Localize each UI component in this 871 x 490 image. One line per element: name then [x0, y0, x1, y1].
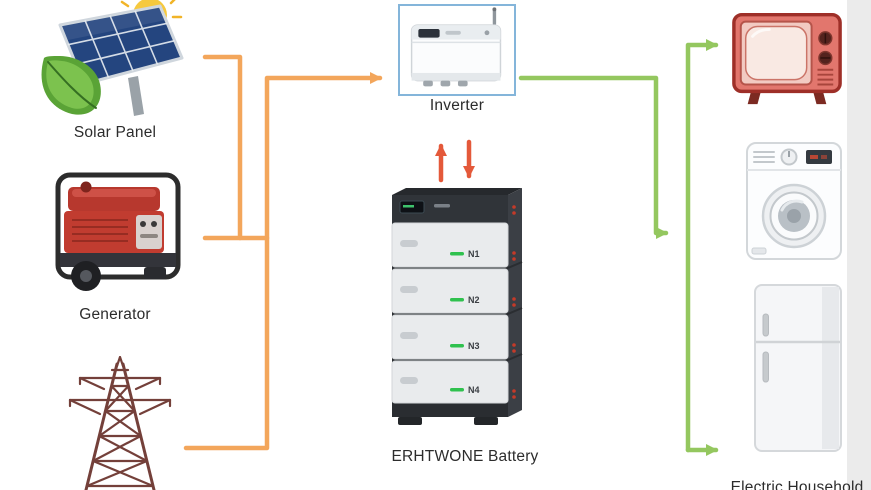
source-wires — [183, 54, 383, 451]
module-led — [450, 344, 464, 348]
solar-panel-node — [38, 0, 188, 122]
body-vents — [72, 219, 128, 242]
refrigerator-icon — [754, 284, 842, 452]
load-wires — [518, 39, 719, 456]
fuel-cap — [80, 181, 92, 193]
grid-to-inverter-wire — [183, 72, 383, 451]
module-label: N1 — [468, 249, 480, 259]
inverter-logo — [445, 30, 461, 35]
solar-to-junction-wire — [202, 54, 243, 241]
connector-port — [457, 80, 468, 87]
panel-pole — [128, 76, 144, 116]
inverter-label: Inverter — [429, 97, 485, 114]
outlet-panel — [136, 215, 162, 249]
wheel-hub — [80, 270, 92, 282]
generator-node — [48, 165, 188, 303]
fridge-handle — [762, 351, 769, 383]
battery-tower-icon: N1 N2 N3 N4 — [391, 188, 523, 425]
battery-wires — [435, 139, 475, 183]
side-seams — [507, 261, 523, 361]
controller-display-text — [403, 205, 414, 208]
connector-port — [423, 80, 433, 87]
display-digits — [810, 155, 818, 159]
glass-highlight — [780, 199, 804, 212]
antenna-icon — [492, 8, 497, 26]
module-label: N3 — [468, 341, 480, 351]
tower-lattice — [68, 356, 172, 490]
battery-module-3: N3 — [391, 314, 509, 360]
solar-panel-icon — [41, 0, 184, 116]
generator-label: Generator — [79, 306, 151, 323]
outlet-socket — [140, 221, 146, 227]
module-label: N4 — [468, 385, 480, 395]
battery-module-2: N2 — [391, 268, 509, 314]
display-digits — [821, 155, 827, 159]
freezer-handle — [762, 313, 769, 337]
washing-machine-node — [744, 140, 844, 262]
fridge-side-shade — [822, 287, 839, 449]
generator-foot — [144, 267, 166, 279]
inverter-highlight-box — [398, 4, 516, 96]
status-led — [484, 30, 490, 36]
battery-top-face — [392, 188, 522, 195]
module-led — [450, 298, 464, 302]
side-indicator-dots — [512, 205, 516, 399]
fridge-body — [754, 284, 842, 452]
battery-foot — [398, 417, 422, 425]
loads-partial-label: Electric Household — [730, 479, 864, 490]
controller-logo — [434, 204, 450, 208]
background-edge-strip — [847, 0, 871, 490]
inverter-icon — [410, 7, 502, 87]
battery-label: ERHTWONE Battery — [391, 448, 539, 465]
screen-shine — [751, 27, 771, 38]
trunk-to-tv-wire — [685, 39, 719, 453]
antenna-tip — [492, 7, 497, 12]
solar-panel-label: Solar Panel — [73, 124, 157, 141]
outlet-socket — [151, 221, 157, 227]
detergent-drawer — [753, 151, 775, 163]
battery-base — [392, 405, 508, 417]
battery-module-1: N1 — [391, 222, 509, 268]
refrigerator-node — [752, 282, 844, 454]
module-label: N2 — [468, 295, 480, 305]
glass-center — [787, 209, 801, 223]
connector-port — [440, 80, 451, 87]
generator-icon — [55, 172, 181, 291]
panel-surface — [58, 4, 184, 86]
generator-frame — [55, 172, 181, 280]
tv-node — [728, 6, 846, 106]
filter-door — [751, 247, 767, 255]
battery-module-4: N4 — [391, 360, 509, 404]
washer-display — [806, 150, 832, 164]
outlet-switch — [140, 234, 158, 238]
battery-foot — [474, 417, 498, 425]
battery-node: N1 N2 N3 N4 — [388, 183, 534, 435]
speaker-grill — [817, 68, 834, 86]
inverter-bottom-strip — [411, 72, 501, 81]
battery-side-face — [508, 188, 522, 417]
inverter-to-washer-wire — [518, 75, 669, 239]
washing-machine-icon — [746, 142, 842, 260]
tv-screen — [744, 25, 808, 81]
power-grid-node — [60, 356, 180, 490]
transmission-tower-icon — [68, 356, 172, 490]
module-led — [450, 388, 464, 392]
television-icon — [732, 12, 842, 105]
fuel-tank-highlight — [72, 189, 156, 197]
leaf-icon — [41, 56, 101, 115]
module-led — [450, 252, 464, 256]
inverter-display — [418, 28, 440, 38]
